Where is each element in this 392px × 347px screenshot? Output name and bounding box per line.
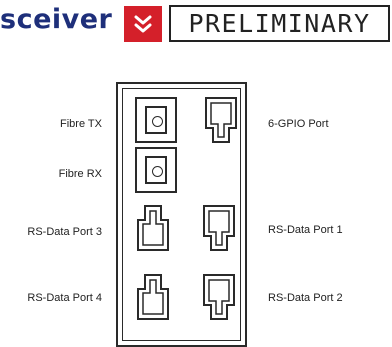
fibre-tx-socket	[145, 106, 167, 134]
rs-data-port-2-icon	[201, 272, 237, 322]
rs-data-port-3-label: RS-Data Port 3	[27, 226, 102, 238]
rs-data-port-4-label: RS-Data Port 4	[27, 292, 102, 304]
fibre-rx-label: Fibre RX	[58, 168, 102, 180]
rs-data-port-3-icon	[135, 203, 171, 253]
fibre-rx-ring-icon	[152, 166, 163, 177]
gpio-port-icon	[203, 95, 239, 145]
preliminary-badge: PRELIMINARY	[169, 5, 390, 42]
connector-panel	[116, 82, 247, 347]
rs-data-port-2-label: RS-Data Port 2	[268, 292, 343, 304]
rs-data-port-1-label: RS-Data Port 1	[268, 224, 343, 236]
gpio-port-label: 6-GPIO Port	[268, 118, 329, 130]
fibre-tx-ring-icon	[152, 116, 163, 127]
fibre-rx-socket	[145, 156, 167, 184]
rs-data-port-4-icon	[135, 272, 171, 322]
fibre-rx-port	[135, 147, 177, 193]
preliminary-badge-text: PRELIMINARY	[188, 9, 371, 38]
page-title-fragment: sceiver	[0, 4, 113, 35]
fibre-tx-label: Fibre TX	[60, 118, 102, 130]
fibre-tx-port	[135, 97, 177, 143]
rs-data-port-1-icon	[201, 203, 237, 253]
double-chevron-down-icon	[124, 6, 162, 42]
